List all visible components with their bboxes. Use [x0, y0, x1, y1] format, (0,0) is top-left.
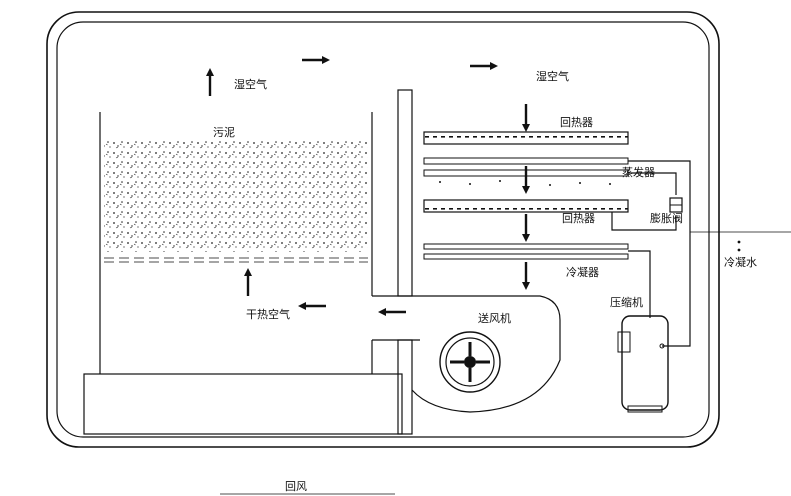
evaporator-label: 蒸发器: [622, 165, 655, 179]
valve-icon: [669, 197, 683, 213]
condensate-label: 冷凝水: [724, 255, 757, 269]
reheater-bottom: [423, 199, 629, 213]
reheater-top: [423, 131, 629, 145]
inner-enclosure: [56, 21, 710, 438]
fan-icon: [439, 331, 501, 393]
expansion-valve-label: 膨胀阀: [650, 211, 683, 225]
return-air-label: 回风: [285, 480, 307, 493]
reheater-top-label: 回热器: [560, 116, 593, 129]
compressor-label: 压缩机: [610, 295, 643, 309]
humid-air-right-label: 湿空气: [536, 69, 569, 83]
dry-hot-air-label: 干热空气: [246, 307, 290, 321]
reheater-bottom-label: 回热器: [562, 212, 595, 225]
refrigerant-loop: [628, 160, 691, 347]
condenser-label: 冷凝器: [566, 265, 599, 279]
base-platform: [83, 373, 403, 435]
blower-label: 送风机: [478, 311, 511, 325]
sludge-label: 污泥: [213, 126, 235, 139]
outer-enclosure: [46, 11, 720, 448]
humid-air-left-label: 湿空气: [234, 77, 267, 91]
condenser-coil: [423, 243, 629, 260]
compressor-icon: [617, 315, 669, 413]
blower-duct: [372, 295, 561, 413]
sludge-bed: [104, 140, 368, 263]
center-partition: [397, 89, 413, 297]
